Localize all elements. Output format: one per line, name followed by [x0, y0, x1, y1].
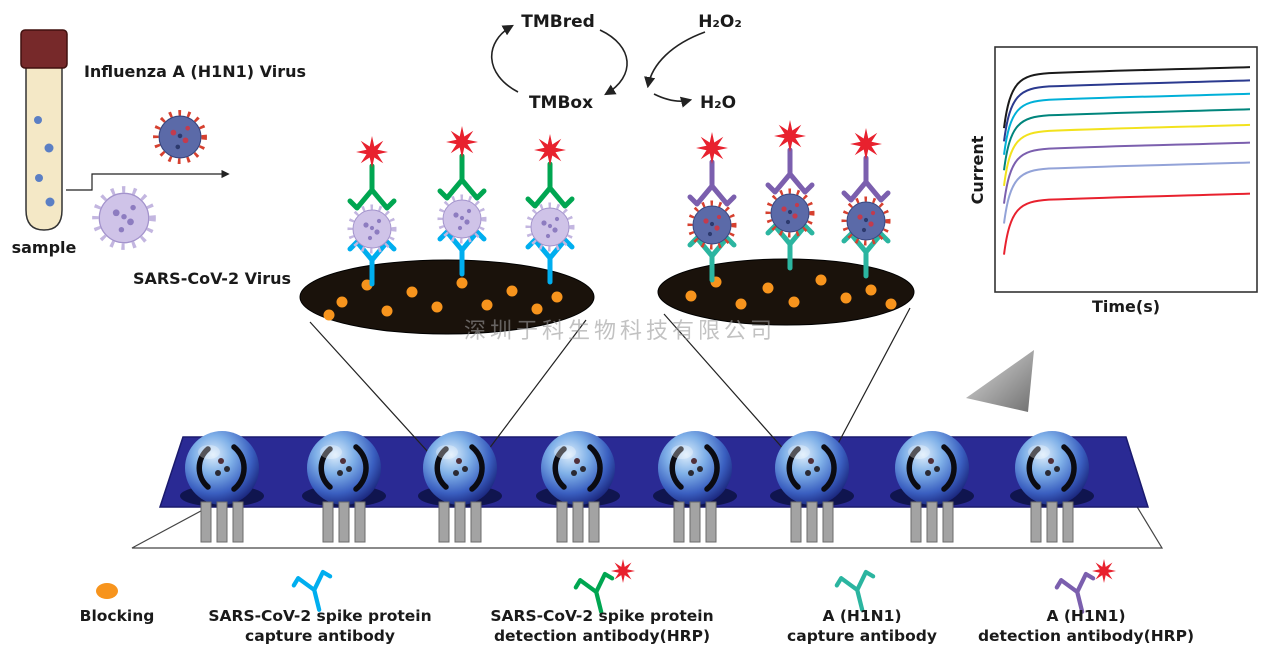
it-curve: [1003, 79, 1251, 142]
electrode-h1n1: [657, 120, 915, 326]
sars-virus-label: SARS-CoV-2 Virus: [133, 269, 291, 288]
influenza-virus-label: Influenza A (H1N1) Virus: [84, 62, 306, 81]
legend-h1n1-capture-line2: capture antibody: [787, 627, 937, 645]
hrp-star-icon: [1092, 559, 1116, 583]
legend-h1n1-detection-line2: detection antibody(HRP): [978, 627, 1194, 645]
cycle-arrow-down: [599, 29, 628, 96]
h2o-label: H₂O: [700, 93, 736, 113]
legend-sars-detection-line2: detection antibody(HRP): [494, 627, 710, 645]
sample-label: sample: [12, 238, 77, 257]
sars-immunosandwich: [350, 136, 394, 284]
tmbox-label: TMBox: [529, 93, 593, 113]
pointer-triangle: [966, 350, 1034, 412]
it-curve: [1003, 66, 1251, 129]
tmbred-label: TMBred: [521, 12, 595, 32]
h1n1-immunosandwich: [690, 132, 734, 280]
legend-sars-detection-line1: SARS-CoV-2 spike protein: [490, 607, 713, 625]
h1n1-immunosandwich: [768, 120, 812, 268]
cycle-arrow-up: [490, 24, 519, 93]
x-axis-label: Time(s): [1092, 297, 1160, 316]
sars-virus-icon: [95, 189, 152, 246]
peroxide-arrow: [644, 31, 706, 89]
it-curve: [1003, 108, 1251, 171]
electrode-sars: [299, 126, 595, 335]
current-time-graph: Current Time(s): [968, 46, 1258, 316]
legend-blocking-label: Blocking: [80, 607, 155, 625]
water-arrow: [653, 93, 693, 108]
it-curve: [1003, 192, 1251, 255]
legend-h1n1-capture-line1: A (H1N1): [822, 607, 901, 625]
it-curves: [1003, 66, 1251, 255]
blocking-dots-right: [685, 274, 897, 310]
h2o2-label: H₂O₂: [698, 12, 742, 32]
board-outline: [131, 504, 1164, 549]
h1n1-immunosandwich: [844, 128, 888, 276]
tmb-cycle: TMBred TMBox H₂O₂ H₂O: [490, 12, 742, 113]
watermark: 深圳于科生物科技有限公司: [464, 319, 776, 344]
hrp-star-icon: [611, 559, 635, 583]
sars-immunosandwich: [528, 134, 572, 282]
legend: Blocking SARS-CoV-2 spike protein captur…: [80, 559, 1194, 645]
sample-tube: [20, 29, 68, 231]
legend-sars-capture-line2: capture antibody: [245, 627, 395, 645]
it-curve: [1003, 141, 1251, 204]
blocking-dots-left: [323, 277, 563, 321]
legend-sars-capture-line1: SARS-CoV-2 spike protein: [208, 607, 431, 625]
sars-immunosandwich: [440, 126, 484, 274]
blocking-icon: [96, 583, 118, 599]
y-axis-label: Current: [968, 135, 987, 204]
it-curve: [1003, 92, 1251, 155]
influenza-virus-icon: [156, 113, 204, 161]
legend-h1n1-detection-line1: A (H1N1): [1046, 607, 1125, 625]
it-curve: [1003, 161, 1251, 224]
sample-arrow: [66, 169, 230, 191]
it-curve: [1003, 123, 1251, 186]
